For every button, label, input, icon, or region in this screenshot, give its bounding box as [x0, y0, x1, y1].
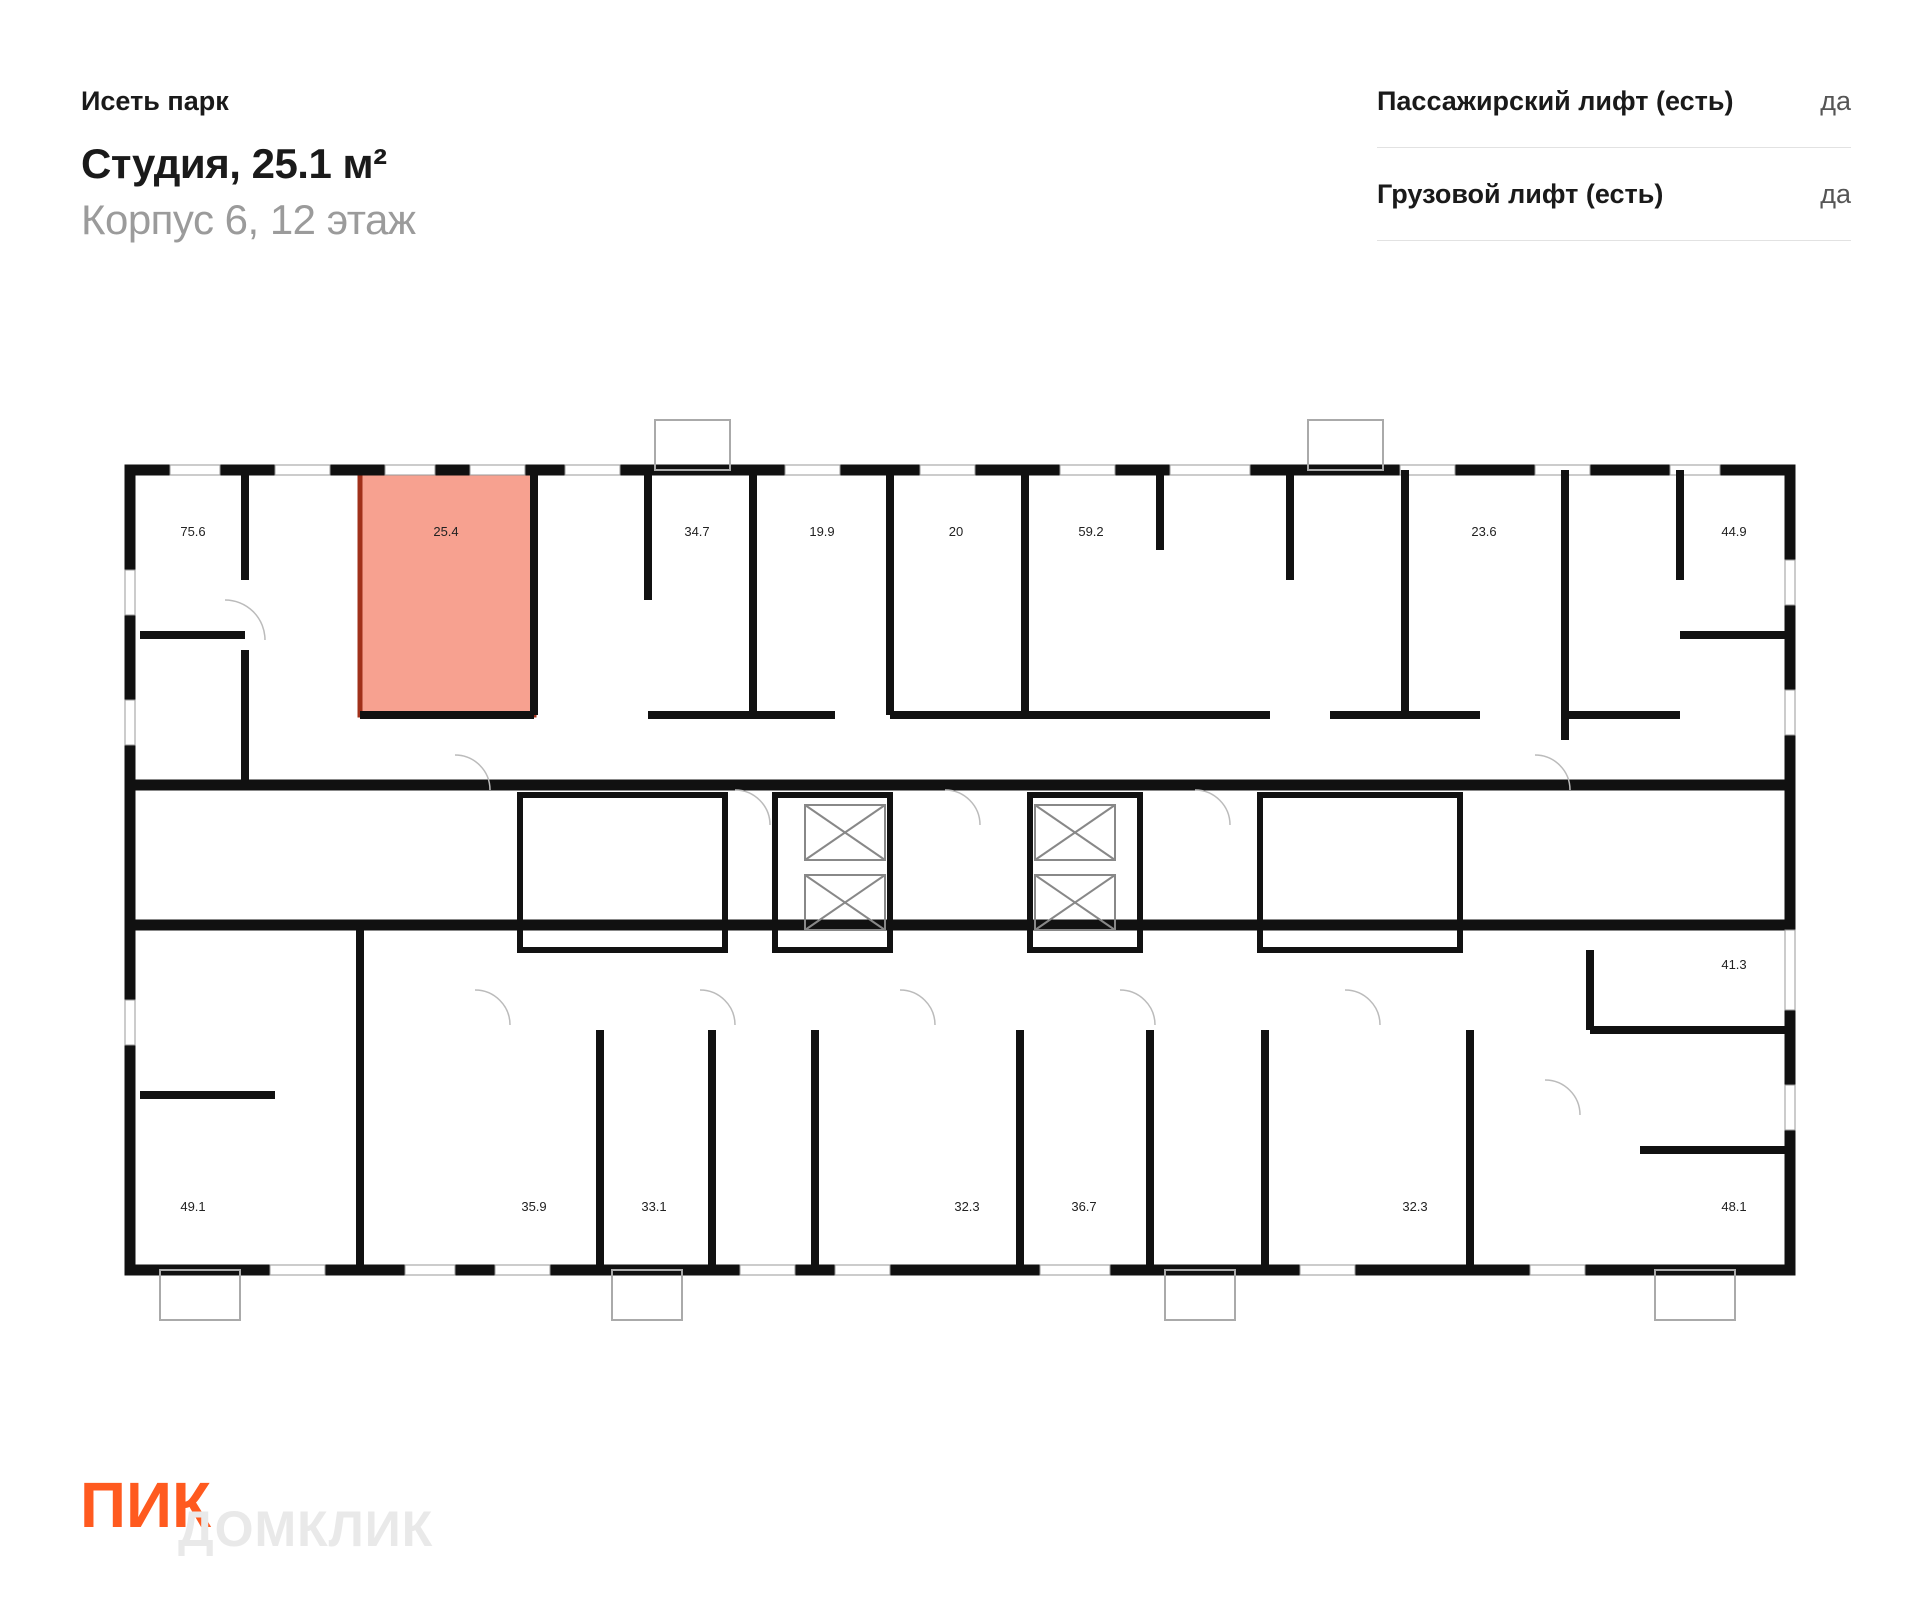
building-floor: Корпус 6, 12 этаж [81, 196, 416, 243]
logo-text: ПИК [80, 1475, 212, 1535]
features-list: Пассажирский лифт (есть) да Грузовой лиф… [1377, 55, 1851, 241]
unit-area: 41.3 [1721, 957, 1746, 972]
selected-apartment[interactable] [357, 467, 537, 718]
unit-area: 33.1 [641, 1199, 666, 1214]
unit-area: 44.9 [1721, 524, 1746, 539]
unit-area-selected: 25.4 [433, 524, 458, 539]
unit-area: 75.6 [180, 524, 205, 539]
feature-freight-lift: Грузовой лифт (есть) да [1377, 148, 1851, 241]
unit-area: 48.1 [1721, 1199, 1746, 1214]
domclick-watermark: ДОМКЛИК [178, 1501, 434, 1557]
unit-area: 49.1 [180, 1199, 205, 1214]
unit-area: 20 [949, 524, 963, 539]
unit-area: 34.7 [684, 524, 709, 539]
unit-area: 23.6 [1471, 524, 1496, 539]
unit-area: 36.7 [1071, 1199, 1096, 1214]
unit-area: 35.9 [521, 1199, 546, 1214]
feature-value: да [1820, 178, 1851, 209]
apartment-title: Студия, 25.1 м² [81, 140, 387, 187]
feature-label: Грузовой лифт (есть) [1377, 178, 1664, 209]
feature-value: да [1820, 85, 1851, 116]
unit-area: 19.9 [809, 524, 834, 539]
pik-logo: ПИК [80, 1475, 212, 1535]
unit-area: 59.2 [1078, 524, 1103, 539]
feature-passenger-lift: Пассажирский лифт (есть) да [1377, 55, 1851, 148]
unit-area: 32.3 [1402, 1199, 1427, 1214]
project-name: Исеть парк [81, 86, 229, 116]
unit-area: 32.3 [954, 1199, 979, 1214]
feature-label: Пассажирский лифт (есть) [1377, 85, 1734, 116]
